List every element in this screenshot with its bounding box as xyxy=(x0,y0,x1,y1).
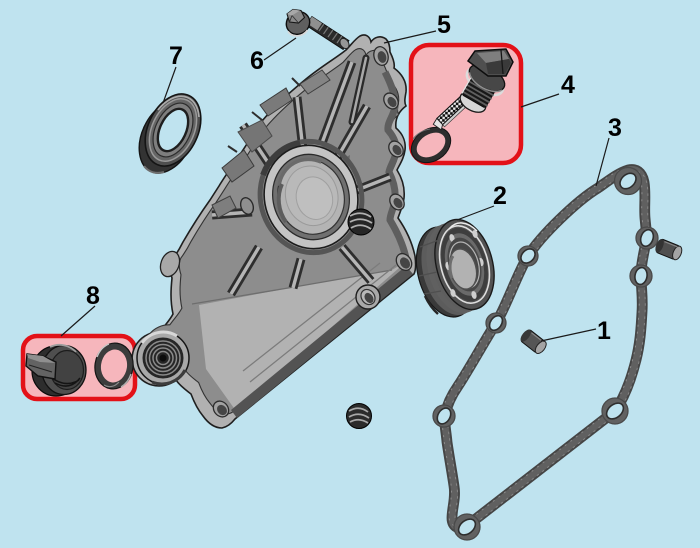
svg-text:5: 5 xyxy=(437,11,451,39)
svg-text:6: 6 xyxy=(250,47,264,75)
svg-text:1: 1 xyxy=(597,317,611,345)
svg-text:4: 4 xyxy=(561,71,575,99)
svg-text:7: 7 xyxy=(169,42,183,70)
svg-text:2: 2 xyxy=(493,182,507,210)
svg-text:3: 3 xyxy=(608,114,622,142)
svg-text:8: 8 xyxy=(86,282,100,310)
